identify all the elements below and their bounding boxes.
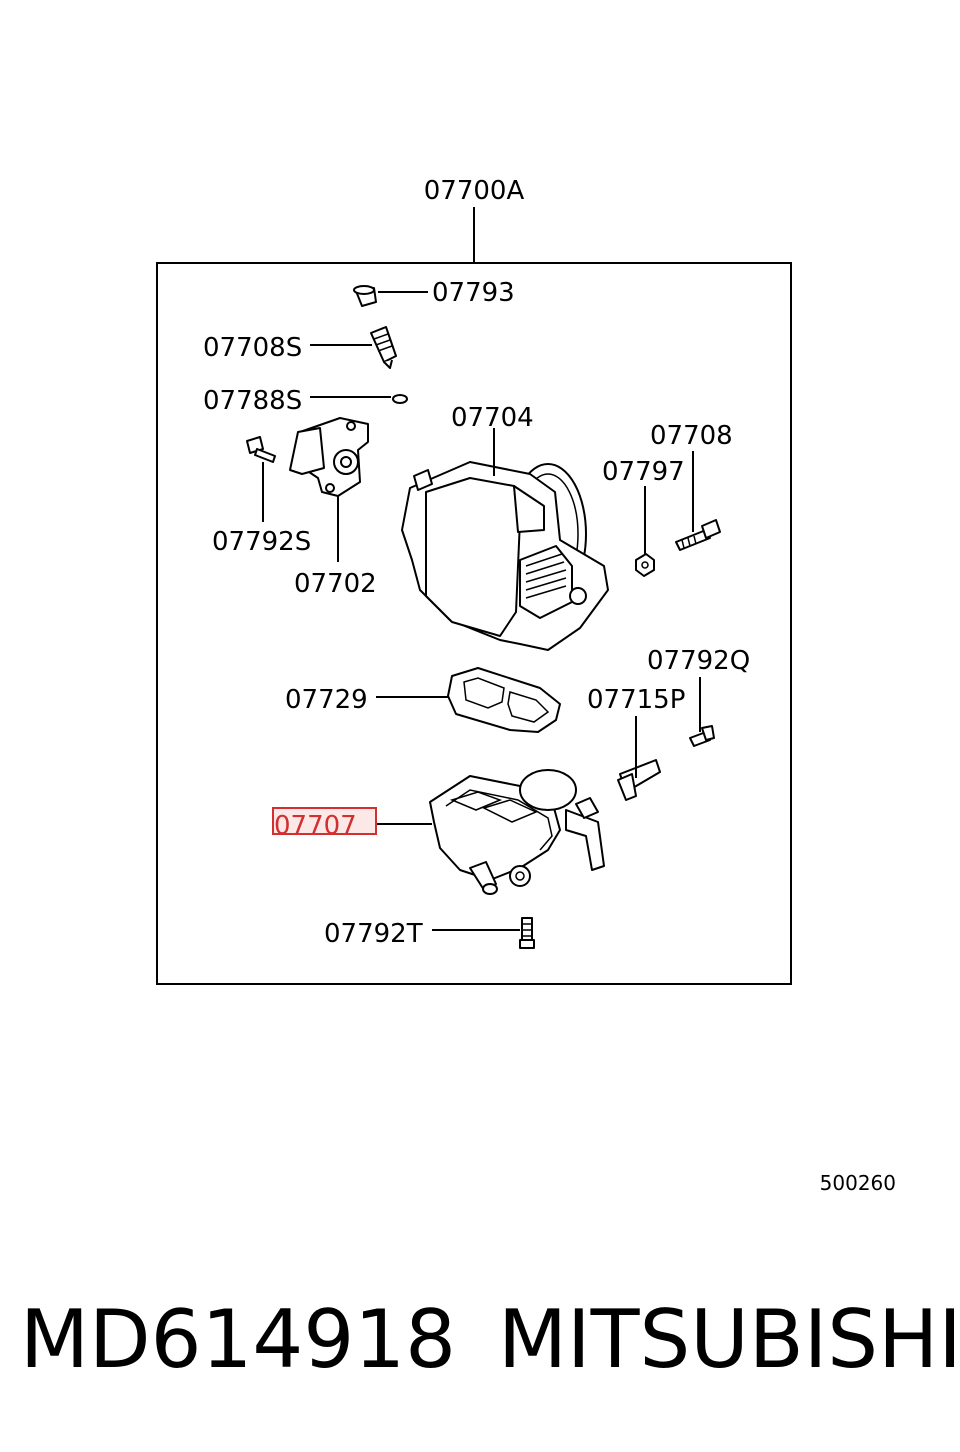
label-07708[interactable]: 07708 <box>650 421 733 451</box>
assembly-frame <box>156 262 792 985</box>
part-07792T-screw[interactable] <box>519 917 535 949</box>
part-07702-sensor[interactable] <box>289 417 369 497</box>
highlight-box-07707 <box>272 807 377 835</box>
label-07707[interactable]: 07707 <box>274 811 357 841</box>
part-07729-gasket[interactable] <box>447 667 561 733</box>
label-07792T[interactable]: 07792T <box>324 919 423 949</box>
label-07797[interactable]: 07797 <box>602 457 685 487</box>
part-07792Q-screw[interactable] <box>689 725 715 747</box>
part-07715P-clip[interactable] <box>617 759 661 801</box>
part-07788S-oring[interactable] <box>392 394 408 404</box>
part-07797-nut[interactable] <box>635 553 655 577</box>
label-07704[interactable]: 07704 <box>451 403 534 433</box>
part-07708-bolt[interactable] <box>675 519 721 551</box>
label-07708S[interactable]: 07708S <box>203 333 302 363</box>
label-07702[interactable]: 07702 <box>294 569 377 599</box>
label-07792Q[interactable]: 07792Q <box>647 646 750 676</box>
label-07788S[interactable]: 07788S <box>203 386 302 416</box>
brand-name: MITSUBISHI <box>498 1293 960 1386</box>
assembly-label[interactable]: 07700A <box>424 176 525 206</box>
label-07792S[interactable]: 07792S <box>212 527 311 557</box>
part-07792S-screw[interactable] <box>246 436 276 463</box>
figure-code: 500260 <box>820 1171 896 1195</box>
part-07707-valve[interactable] <box>429 769 605 895</box>
part-number: MD614918 <box>20 1293 457 1386</box>
label-07715P[interactable]: 07715P <box>587 685 685 715</box>
part-07704-throttle-body[interactable] <box>401 461 609 651</box>
label-07729[interactable]: 07729 <box>285 685 368 715</box>
part-07793-cap[interactable] <box>353 285 377 307</box>
part-07708S-screw[interactable] <box>370 326 397 369</box>
label-07793[interactable]: 07793 <box>432 278 515 308</box>
footer: MD614918 MITSUBISHI <box>0 1290 960 1400</box>
